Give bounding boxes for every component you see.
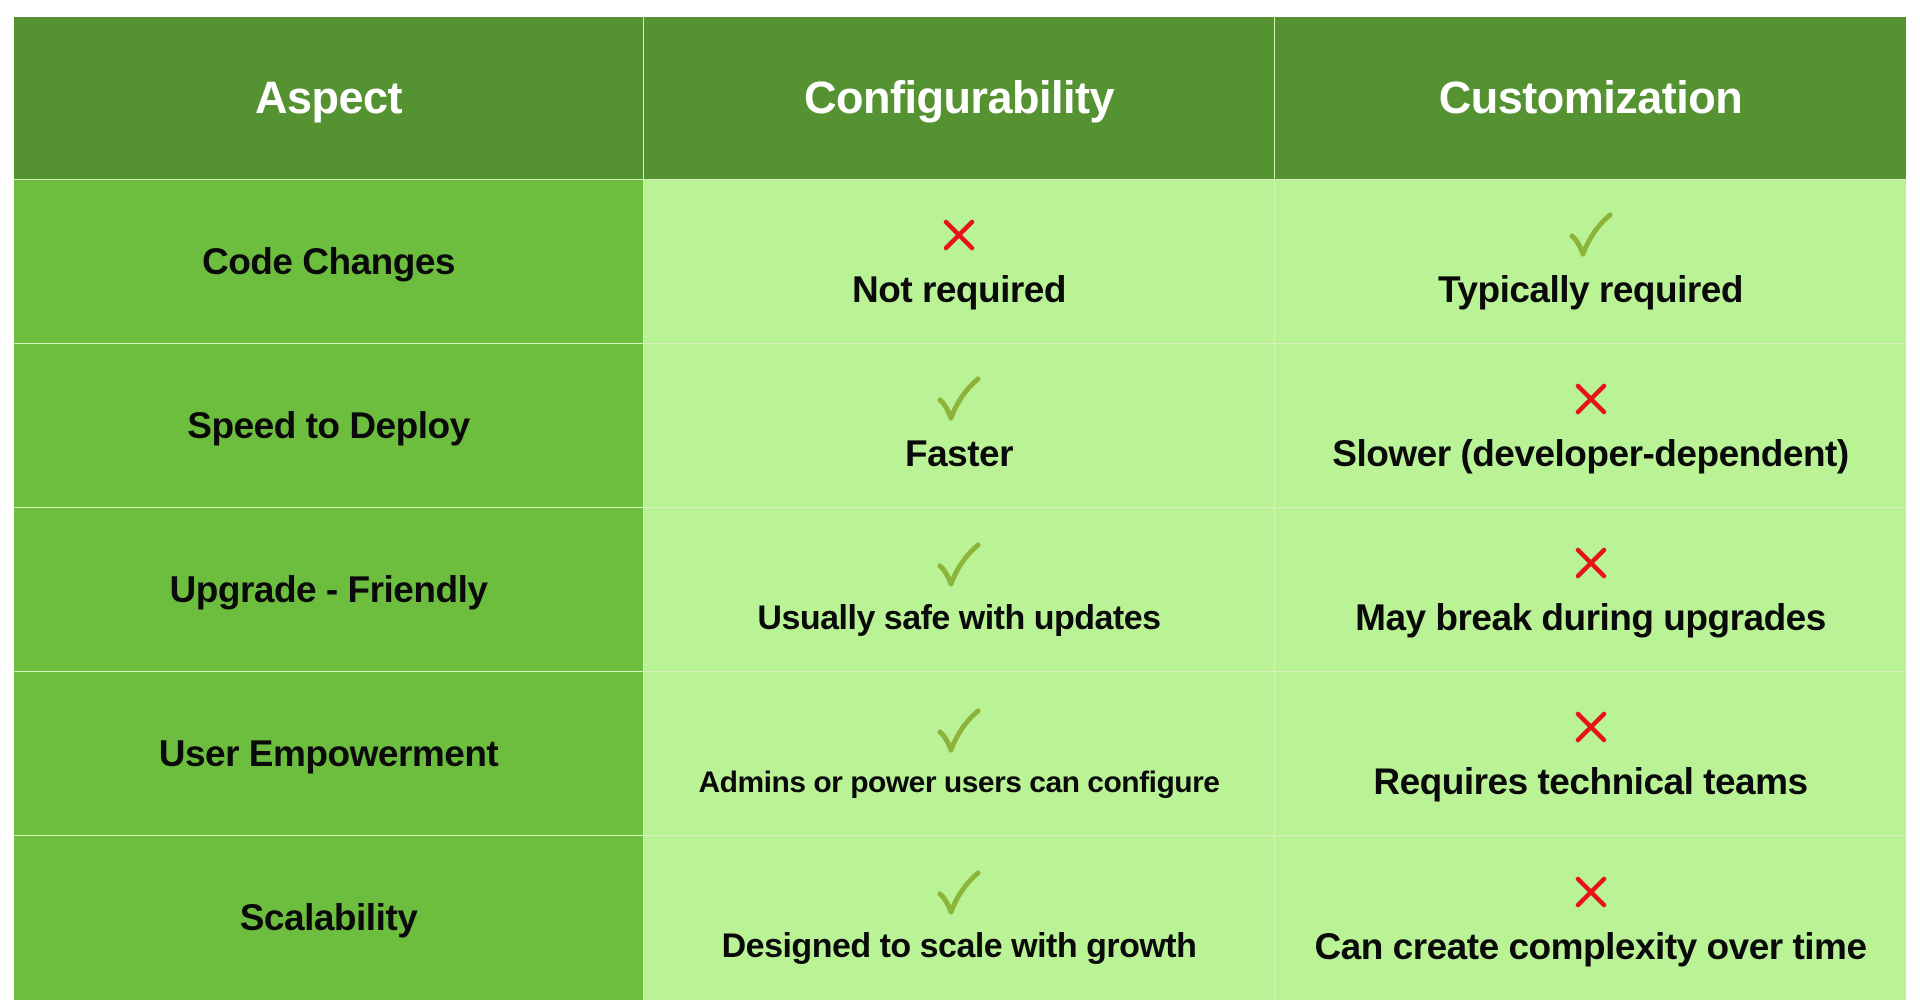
header-label: Configurability — [804, 72, 1114, 123]
cross-icon — [1574, 869, 1608, 915]
cell-text: Admins or power users can configure — [698, 766, 1220, 799]
configurability-cell: Not required — [644, 180, 1275, 344]
aspect-label: Scalability — [239, 897, 418, 938]
customization-cell: May break during upgrades — [1275, 508, 1906, 672]
aspect-label: User Empowerment — [158, 732, 499, 774]
aspect-label: Upgrade - Friendly — [169, 568, 488, 610]
customization-cell: Can create complexity over time — [1275, 836, 1906, 1000]
check-icon — [937, 708, 981, 754]
configurability-cell: Designed to scale with growth — [644, 836, 1275, 1000]
check-icon — [1569, 212, 1613, 258]
cell-text: Can create complexity over time — [1314, 925, 1867, 967]
configurability-cell: Admins or power users can configure — [644, 672, 1275, 836]
aspect-cell: Scalability — [14, 836, 644, 1000]
aspect-cell: Upgrade - Friendly — [14, 508, 644, 672]
aspect-cell: Speed to Deploy — [14, 344, 644, 508]
configurability-cell: Usually safe with updates — [644, 508, 1275, 672]
cell-text: Designed to scale with growth — [721, 927, 1197, 966]
check-icon — [937, 870, 981, 916]
cell-text: Typically required — [1438, 269, 1743, 311]
cell-text: Slower (developer-dependent) — [1332, 433, 1849, 475]
cell-text: Not required — [852, 269, 1066, 311]
header-configurability: Configurability — [644, 17, 1275, 180]
cross-icon — [942, 212, 976, 258]
header-customization: Customization — [1275, 17, 1906, 180]
configurability-cell: Faster — [644, 344, 1275, 508]
cross-icon — [1574, 376, 1608, 422]
customization-cell: Typically required — [1275, 180, 1906, 344]
header-aspect: Aspect — [14, 17, 644, 180]
customization-cell: Requires technical teams — [1275, 672, 1906, 836]
customization-cell: Slower (developer-dependent) — [1275, 344, 1906, 508]
aspect-label: Speed to Deploy — [187, 404, 470, 446]
cell-text: Requires technical teams — [1373, 761, 1808, 803]
cell-text: May break during upgrades — [1355, 597, 1826, 639]
header-label: Aspect — [254, 72, 403, 123]
check-icon — [937, 542, 981, 588]
comparison-table: Aspect Configurability Customization Cod… — [14, 17, 1906, 1000]
check-icon — [937, 376, 981, 422]
header-label: Customization — [1438, 72, 1743, 123]
cross-icon — [1574, 704, 1608, 750]
aspect-label: Code Changes — [201, 240, 456, 282]
cell-text: Faster — [904, 433, 1014, 475]
aspect-cell: User Empowerment — [14, 672, 644, 836]
cell-text: Usually safe with updates — [757, 598, 1161, 637]
cross-icon — [1574, 540, 1608, 586]
aspect-cell: Code Changes — [14, 180, 644, 344]
